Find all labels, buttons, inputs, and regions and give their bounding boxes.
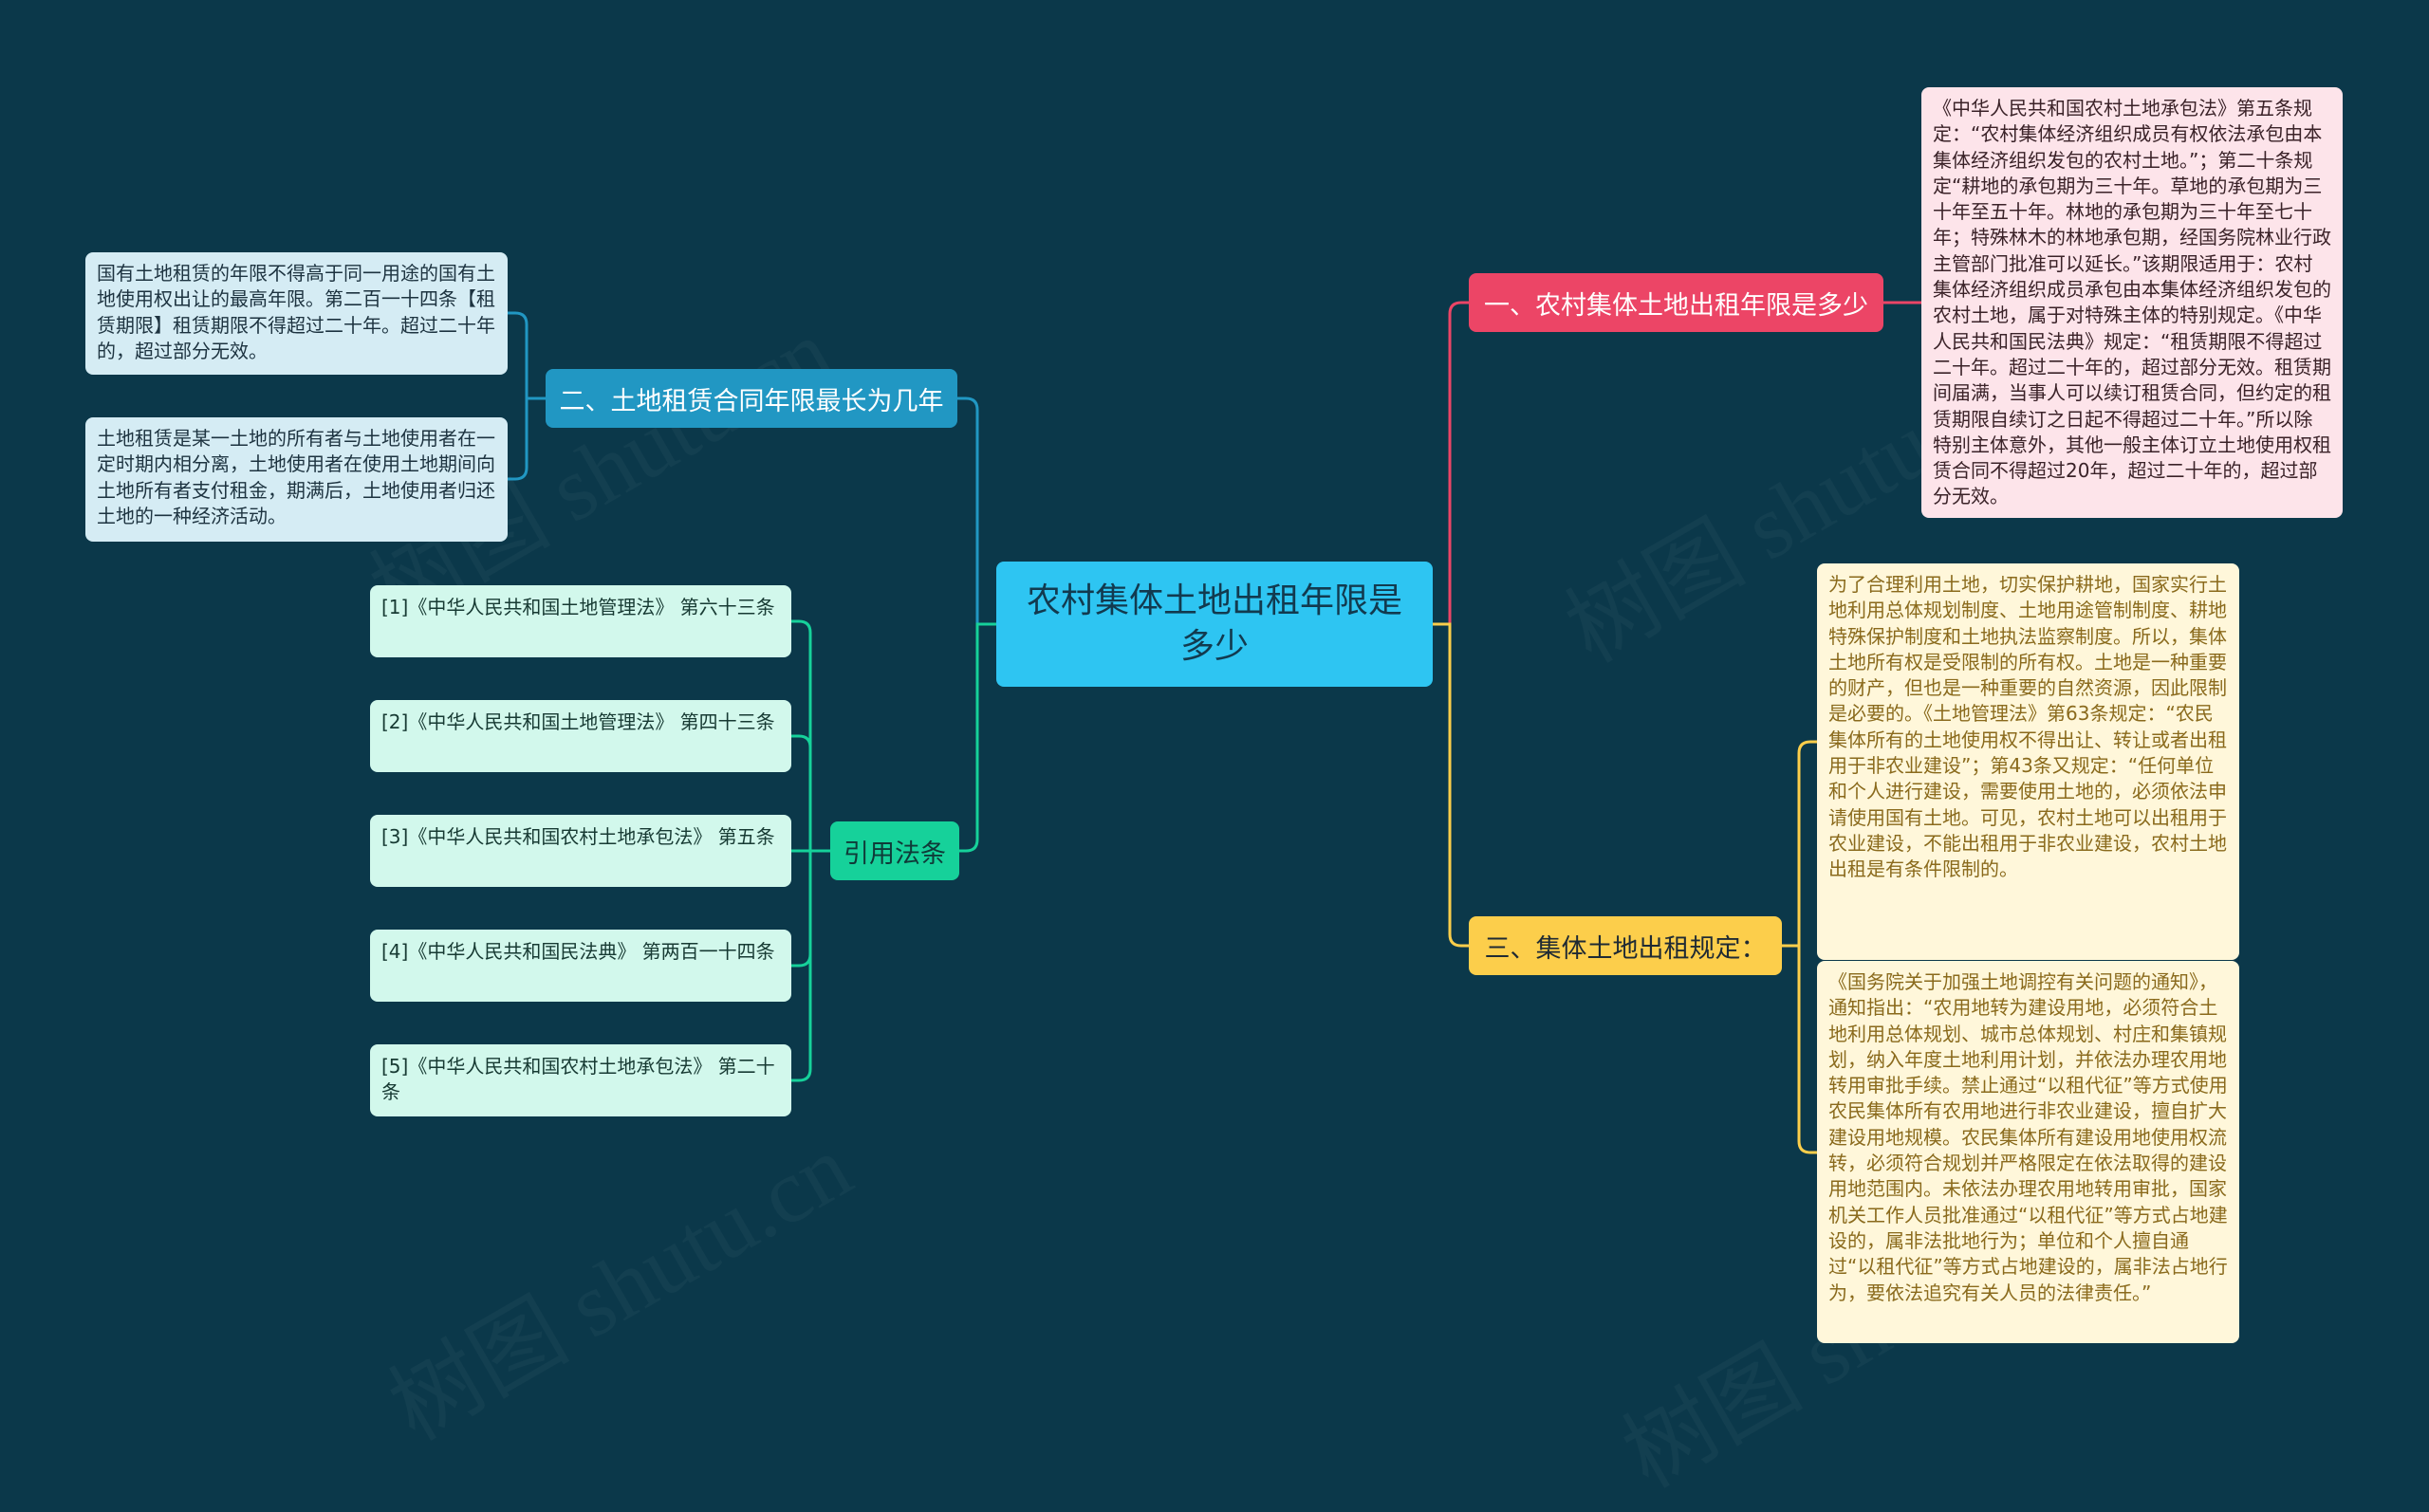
leaf-land-management-law[interactable]: 为了合理利用土地，切实保护耕地，国家实行土地利用总体规划制度、土地用途管制制度、… bbox=[1817, 563, 2239, 960]
link-root-branch4 bbox=[959, 622, 996, 853]
leaf-cited-law-2[interactable]: [2]《中华人民共和国土地管理法》 第四十三条 bbox=[370, 700, 791, 772]
branch-lease-max-term[interactable]: 二、土地租赁合同年限最长为几年 bbox=[546, 369, 957, 428]
leaf-text: [5]《中华人民共和国农村土地承包法》 第二十条 bbox=[381, 1055, 775, 1104]
leaf-text: 为了合理利用土地，切实保护耕地，国家实行土地利用总体规划制度、土地用途管制制度、… bbox=[1828, 573, 2227, 881]
root-label: 农村集体土地出租年限是多少 bbox=[1026, 581, 1402, 666]
connector-lines bbox=[508, 301, 1921, 1154]
leaf-lease-definition[interactable]: 土地租赁是某一土地的所有者与土地使用者在一定时期内相分离，土地使用者在使用土地期… bbox=[85, 417, 508, 542]
leaf-cited-law-5[interactable]: [5]《中华人民共和国农村土地承包法》 第二十条 bbox=[370, 1044, 791, 1116]
leaf-text: [3]《中华人民共和国农村土地承包法》 第五条 bbox=[381, 825, 775, 848]
branch-label: 三、集体土地出租规定： bbox=[1484, 933, 1767, 964]
branch-label: 二、土地租赁合同年限最长为几年 bbox=[559, 386, 944, 416]
branch-label: 引用法条 bbox=[844, 839, 946, 869]
leaf-text: 土地租赁是某一土地的所有者与土地使用者在一定时期内相分离，土地使用者在使用土地期… bbox=[97, 427, 495, 527]
leaf-text: 国有土地租赁的年限不得高于同一用途的国有土地使用权出让的最高年限。第二百一十四条… bbox=[97, 262, 495, 362]
link-branch2-leaf2 bbox=[508, 396, 546, 481]
branch-rental-period[interactable]: 一、农村集体土地出租年限是多少 bbox=[1469, 273, 1883, 332]
branch-label: 一、农村集体土地出租年限是多少 bbox=[1484, 290, 1868, 321]
leaf-text: [1]《中华人民共和国土地管理法》 第六十三条 bbox=[381, 596, 775, 618]
leaf-rental-period-detail[interactable]: 《中华人民共和国农村土地承包法》第五条规定：“农村集体经济组织成员有权依法承包由… bbox=[1921, 87, 2343, 518]
leaf-state-council-notice[interactable]: 《国务院关于加强土地调控有关问题的通知》，通知指出：“农用地转为建设用地，必须符… bbox=[1817, 961, 2239, 1343]
leaf-cited-law-1[interactable]: [1]《中华人民共和国土地管理法》 第六十三条 bbox=[370, 585, 791, 657]
link-branch3-leaf1 bbox=[1782, 740, 1817, 948]
leaf-text: [2]《中华人民共和国土地管理法》 第四十三条 bbox=[381, 710, 775, 733]
root-node[interactable]: 农村集体土地出租年限是多少 bbox=[996, 562, 1433, 687]
link-branch4-ref2 bbox=[791, 734, 830, 853]
link-root-branch3 bbox=[1433, 622, 1469, 948]
link-branch4-ref1 bbox=[791, 619, 830, 853]
leaf-cited-law-3[interactable]: [3]《中华人民共和国农村土地承包法》 第五条 bbox=[370, 815, 791, 887]
leaf-text: [4]《中华人民共和国民法典》 第两百一十四条 bbox=[381, 940, 775, 963]
link-root-branch2 bbox=[957, 396, 996, 626]
branch-cited-laws[interactable]: 引用法条 bbox=[830, 821, 959, 880]
leaf-text: 《国务院关于加强土地调控有关问题的通知》，通知指出：“农用地转为建设用地，必须符… bbox=[1828, 970, 2228, 1304]
link-branch2-leaf1 bbox=[508, 311, 546, 400]
leaf-lease-term-limit[interactable]: 国有土地租赁的年限不得高于同一用途的国有土地使用权出让的最高年限。第二百一十四条… bbox=[85, 252, 508, 375]
link-root-branch1 bbox=[1433, 301, 1469, 626]
link-branch4-ref5 bbox=[791, 849, 830, 1082]
leaf-text: 《中华人民共和国农村土地承包法》第五条规定：“农村集体经济组织成员有权依法承包由… bbox=[1933, 97, 2331, 508]
link-branch3-leaf2 bbox=[1782, 944, 1817, 1154]
leaf-cited-law-4[interactable]: [4]《中华人民共和国民法典》 第两百一十四条 bbox=[370, 930, 791, 1002]
branch-collective-land-rules[interactable]: 三、集体土地出租规定： bbox=[1469, 916, 1782, 975]
